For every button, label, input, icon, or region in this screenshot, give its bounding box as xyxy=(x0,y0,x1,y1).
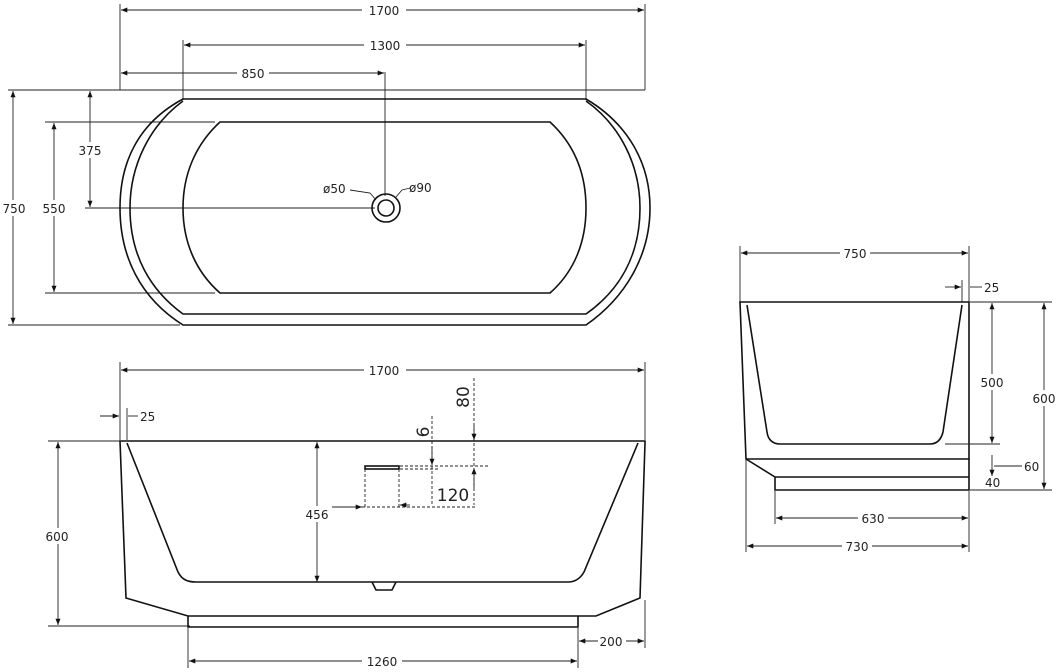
overflow-width-label: 120 xyxy=(437,486,469,506)
drain-offset-label: 850 xyxy=(242,67,265,81)
side-height-label: 600 xyxy=(1033,392,1056,406)
tub-side-plinth xyxy=(745,458,970,491)
plinth-width-label: 730 xyxy=(846,540,869,554)
drain-inner-circle xyxy=(377,199,395,217)
top-length-label: 1700 xyxy=(369,4,400,18)
top-inner-width-label: 550 xyxy=(43,202,66,216)
front-height-label: 600 xyxy=(46,530,69,544)
plinth-step-label: 60 xyxy=(1024,460,1039,474)
top-view: 1700 1300 850 750 550 375 ø50 ø90 xyxy=(2,3,651,326)
overflow-slot xyxy=(364,465,400,470)
side-view: 750 25 500 600 60 40 630 730 xyxy=(739,246,1058,554)
drain-bump xyxy=(371,581,397,591)
drain-leader-inner xyxy=(349,189,377,201)
base-length-label: 1260 xyxy=(367,655,398,669)
front-view: 1700 25 600 456 6 80 xyxy=(44,362,646,669)
tub-side-outline xyxy=(739,301,970,460)
drain-from-edge-label: 375 xyxy=(79,144,102,158)
drain-leader-outer xyxy=(395,187,411,198)
plinth-height-label: 40 xyxy=(985,476,1000,490)
overflow-height-label: 80 xyxy=(454,386,474,408)
side-rim-label: 25 xyxy=(984,281,999,295)
top-inner-length-label: 1300 xyxy=(370,39,401,53)
tub-rim-outline xyxy=(119,98,651,326)
tub-outer-lip-line xyxy=(129,100,641,315)
base-width-label: 630 xyxy=(862,512,885,526)
drain-outer-dia-label: ø90 xyxy=(409,181,432,195)
top-width-label: 750 xyxy=(3,202,26,216)
side-inner-depth-label: 500 xyxy=(981,376,1004,390)
side-width-label: 750 xyxy=(844,247,867,261)
tub-basin-outline xyxy=(182,121,587,294)
base-setback-label: 200 xyxy=(600,635,623,649)
overflow-gap-label: 6 xyxy=(414,427,434,438)
tub-side-basin-line xyxy=(746,304,963,445)
tub-front-base xyxy=(187,616,579,628)
front-rim-label: 25 xyxy=(140,410,155,424)
drain-outer-circle xyxy=(371,193,401,223)
tub-front-basin-line xyxy=(126,442,639,583)
drain-inner-dia-label: ø50 xyxy=(323,182,346,196)
tub-front-outline xyxy=(119,440,646,617)
front-inner-depth-label: 456 xyxy=(306,508,329,522)
front-length-label: 1700 xyxy=(369,364,400,378)
